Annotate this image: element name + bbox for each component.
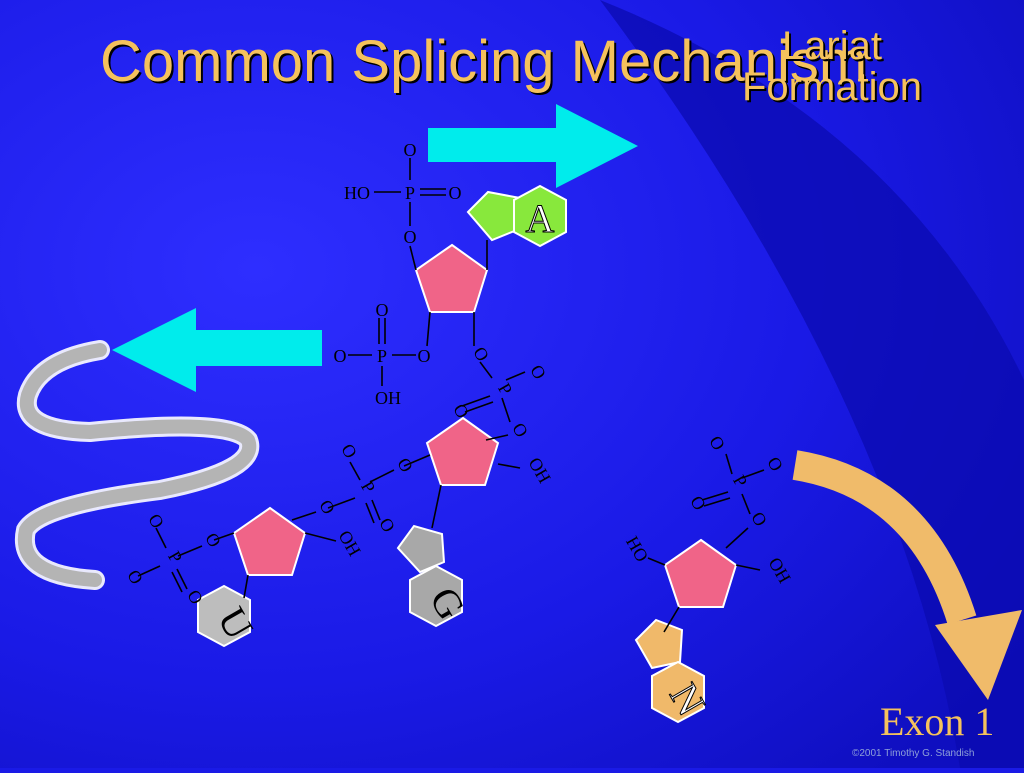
base-a-ring6 (513, 184, 567, 248)
base-u-ring (197, 584, 251, 648)
base-g-ring6 (409, 564, 463, 628)
subtitle-line-2: Formation (741, 65, 922, 109)
slide-title: Common Splicing Mechanism (100, 29, 868, 94)
oxygen-label: O (376, 300, 389, 320)
phosphorus-label: P (405, 183, 415, 203)
exon-label: Exon 1 (880, 699, 995, 744)
oxygen-label: O (334, 346, 347, 366)
oxygen-label: O (418, 346, 431, 366)
cyan-right-arrow-icon (428, 104, 638, 188)
base-n-ring6 (651, 660, 705, 724)
oxygen-label: O (404, 227, 417, 247)
intron-strand-icon (17, 343, 257, 587)
oxygen-label: O (449, 183, 462, 203)
base-n-ring5 (634, 618, 684, 670)
subtitle-line-1: Lariat (781, 24, 882, 68)
orange-arrow-head-icon (935, 610, 1022, 700)
slide-subtitle: Lariat Formation (742, 26, 922, 108)
oxygen-label: O (404, 140, 417, 160)
atom-labels: O HO P O O O O P O OH (334, 140, 462, 408)
ribose-right (663, 538, 738, 608)
ribose-left (232, 506, 307, 576)
background-band (600, 0, 1024, 768)
cyan-left-arrow-icon (112, 308, 322, 392)
ribose-top (414, 243, 489, 313)
copyright: ©2001 Timothy G. Standish (852, 748, 975, 759)
hydroxyl-label: OH (375, 388, 401, 408)
orange-curved-arrow-icon (792, 450, 977, 625)
bonds (137, 158, 765, 633)
phosphorus-label: P (377, 346, 387, 366)
base-g-ring5 (396, 524, 446, 574)
base-a-label: A (526, 196, 555, 241)
hydroxyl-label: HO (344, 183, 370, 203)
